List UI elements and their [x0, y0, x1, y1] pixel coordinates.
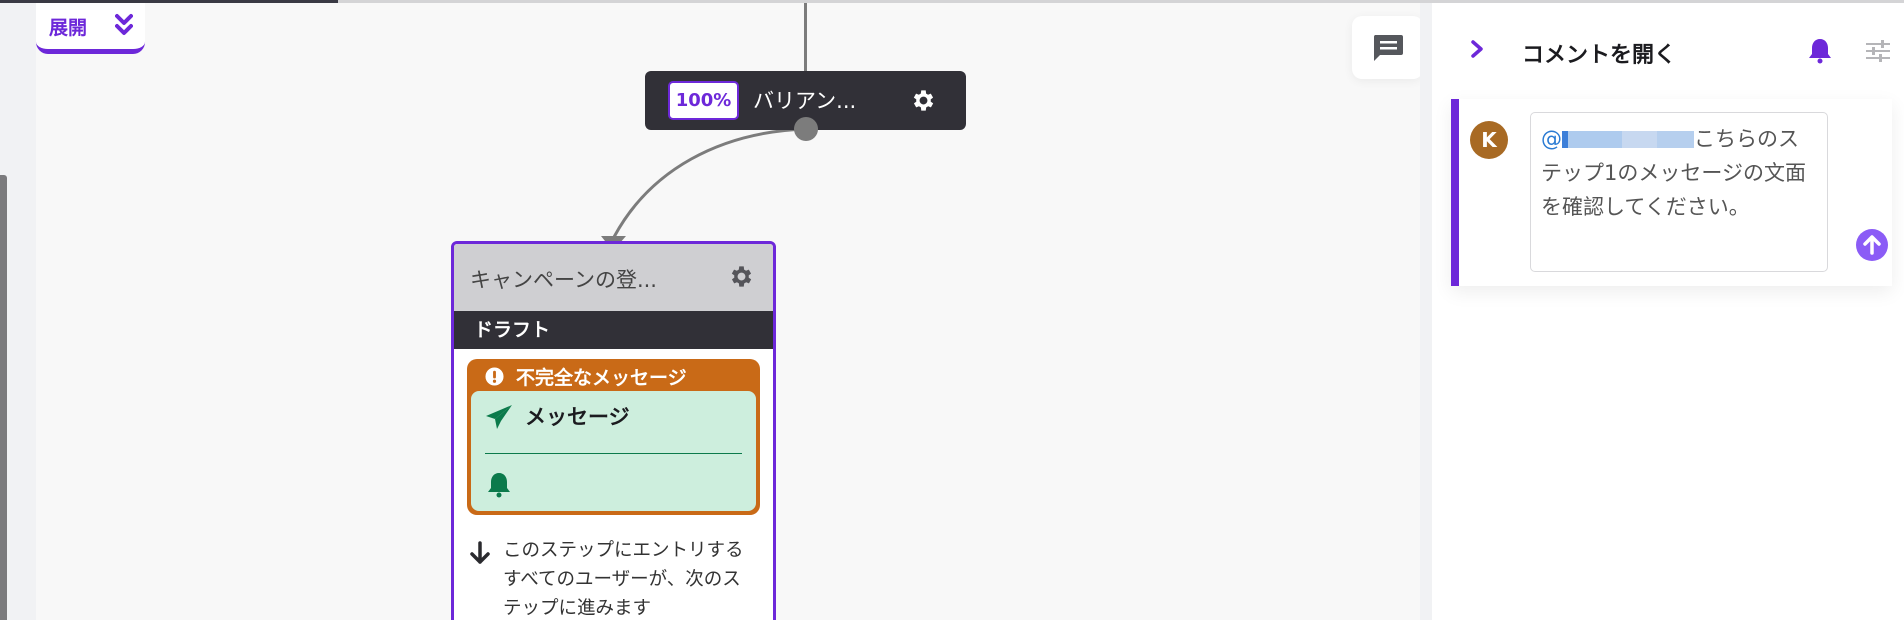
comments-panel-title: コメントを開く — [1522, 43, 1677, 68]
double-chevron-down-icon — [115, 14, 133, 35]
message-card[interactable]: メッセージ — [471, 391, 756, 511]
comments-panel: コメントを開く K @こちらのステップ1のメッセージの文面を確認してください。 — [1432, 3, 1904, 620]
redacted-mention-name — [1562, 131, 1694, 148]
incomplete-message-warning[interactable]: 不完全なメッセージ メッセージ — [467, 359, 760, 515]
page-loading-bar — [0, 0, 338, 3]
bell-icon[interactable] — [1808, 38, 1832, 64]
gear-icon[interactable] — [728, 263, 755, 290]
expand-button[interactable]: 展開 — [36, 3, 145, 54]
gear-icon[interactable] — [910, 87, 937, 114]
chevron-right-icon[interactable] — [1470, 39, 1484, 59]
message-divider — [485, 453, 742, 454]
avatar: K — [1470, 121, 1508, 159]
step-status-badge: ドラフト — [454, 311, 773, 349]
top-border — [338, 0, 1904, 3]
step-title: キャンペーンの登... — [470, 268, 657, 292]
description-line: すべてのユーザーが、次のス — [503, 569, 741, 590]
arrow-down-icon — [470, 541, 490, 564]
description-line: テップに進みます — [503, 598, 652, 619]
campaign-step-node[interactable]: キャンペーンの登... ドラフト 不完全なメッセージ メッセージ — [451, 241, 776, 620]
send-comment-button[interactable] — [1856, 229, 1888, 261]
exclamation-circle-icon — [485, 366, 504, 386]
warning-label: 不完全なメッセージ — [516, 366, 687, 389]
sliders-icon[interactable] — [1866, 40, 1890, 62]
bell-icon — [488, 473, 510, 498]
comment-icon — [1373, 34, 1403, 61]
variant-name: バリアン... — [753, 89, 857, 113]
incoming-connector-line — [804, 3, 807, 71]
toggle-comments-button[interactable] — [1352, 16, 1423, 79]
message-title: メッセージ — [525, 405, 630, 429]
comments-panel-header: コメントを開く — [1432, 3, 1904, 93]
step-header: キャンペーンの登... — [454, 244, 773, 311]
step-description: このステップにエントリする すべてのユーザーが、次のス テップに進みます — [468, 536, 768, 620]
vertical-scrollbar[interactable] — [0, 175, 7, 620]
comment-card: K @こちらのステップ1のメッセージの文面を確認してください。 — [1451, 99, 1892, 286]
expand-button-label: 展開 — [49, 16, 88, 39]
comment-input[interactable]: @こちらのステップ1のメッセージの文面を確認してください。 — [1530, 112, 1828, 272]
arrow-up-icon — [1863, 235, 1881, 255]
panel-divider — [1420, 3, 1432, 620]
variant-node[interactable]: 100% バリアン... — [645, 71, 966, 130]
description-line: このステップにエントリする — [503, 540, 744, 561]
mention-prefix: @ — [1541, 127, 1562, 151]
paper-plane-icon — [486, 405, 512, 429]
comment-body-text: こちらのステップ1のメッセージの文面を確認してください。 — [1541, 127, 1806, 219]
comment-accent-bar — [1451, 99, 1459, 286]
variant-percent-badge: 100% — [668, 81, 739, 120]
